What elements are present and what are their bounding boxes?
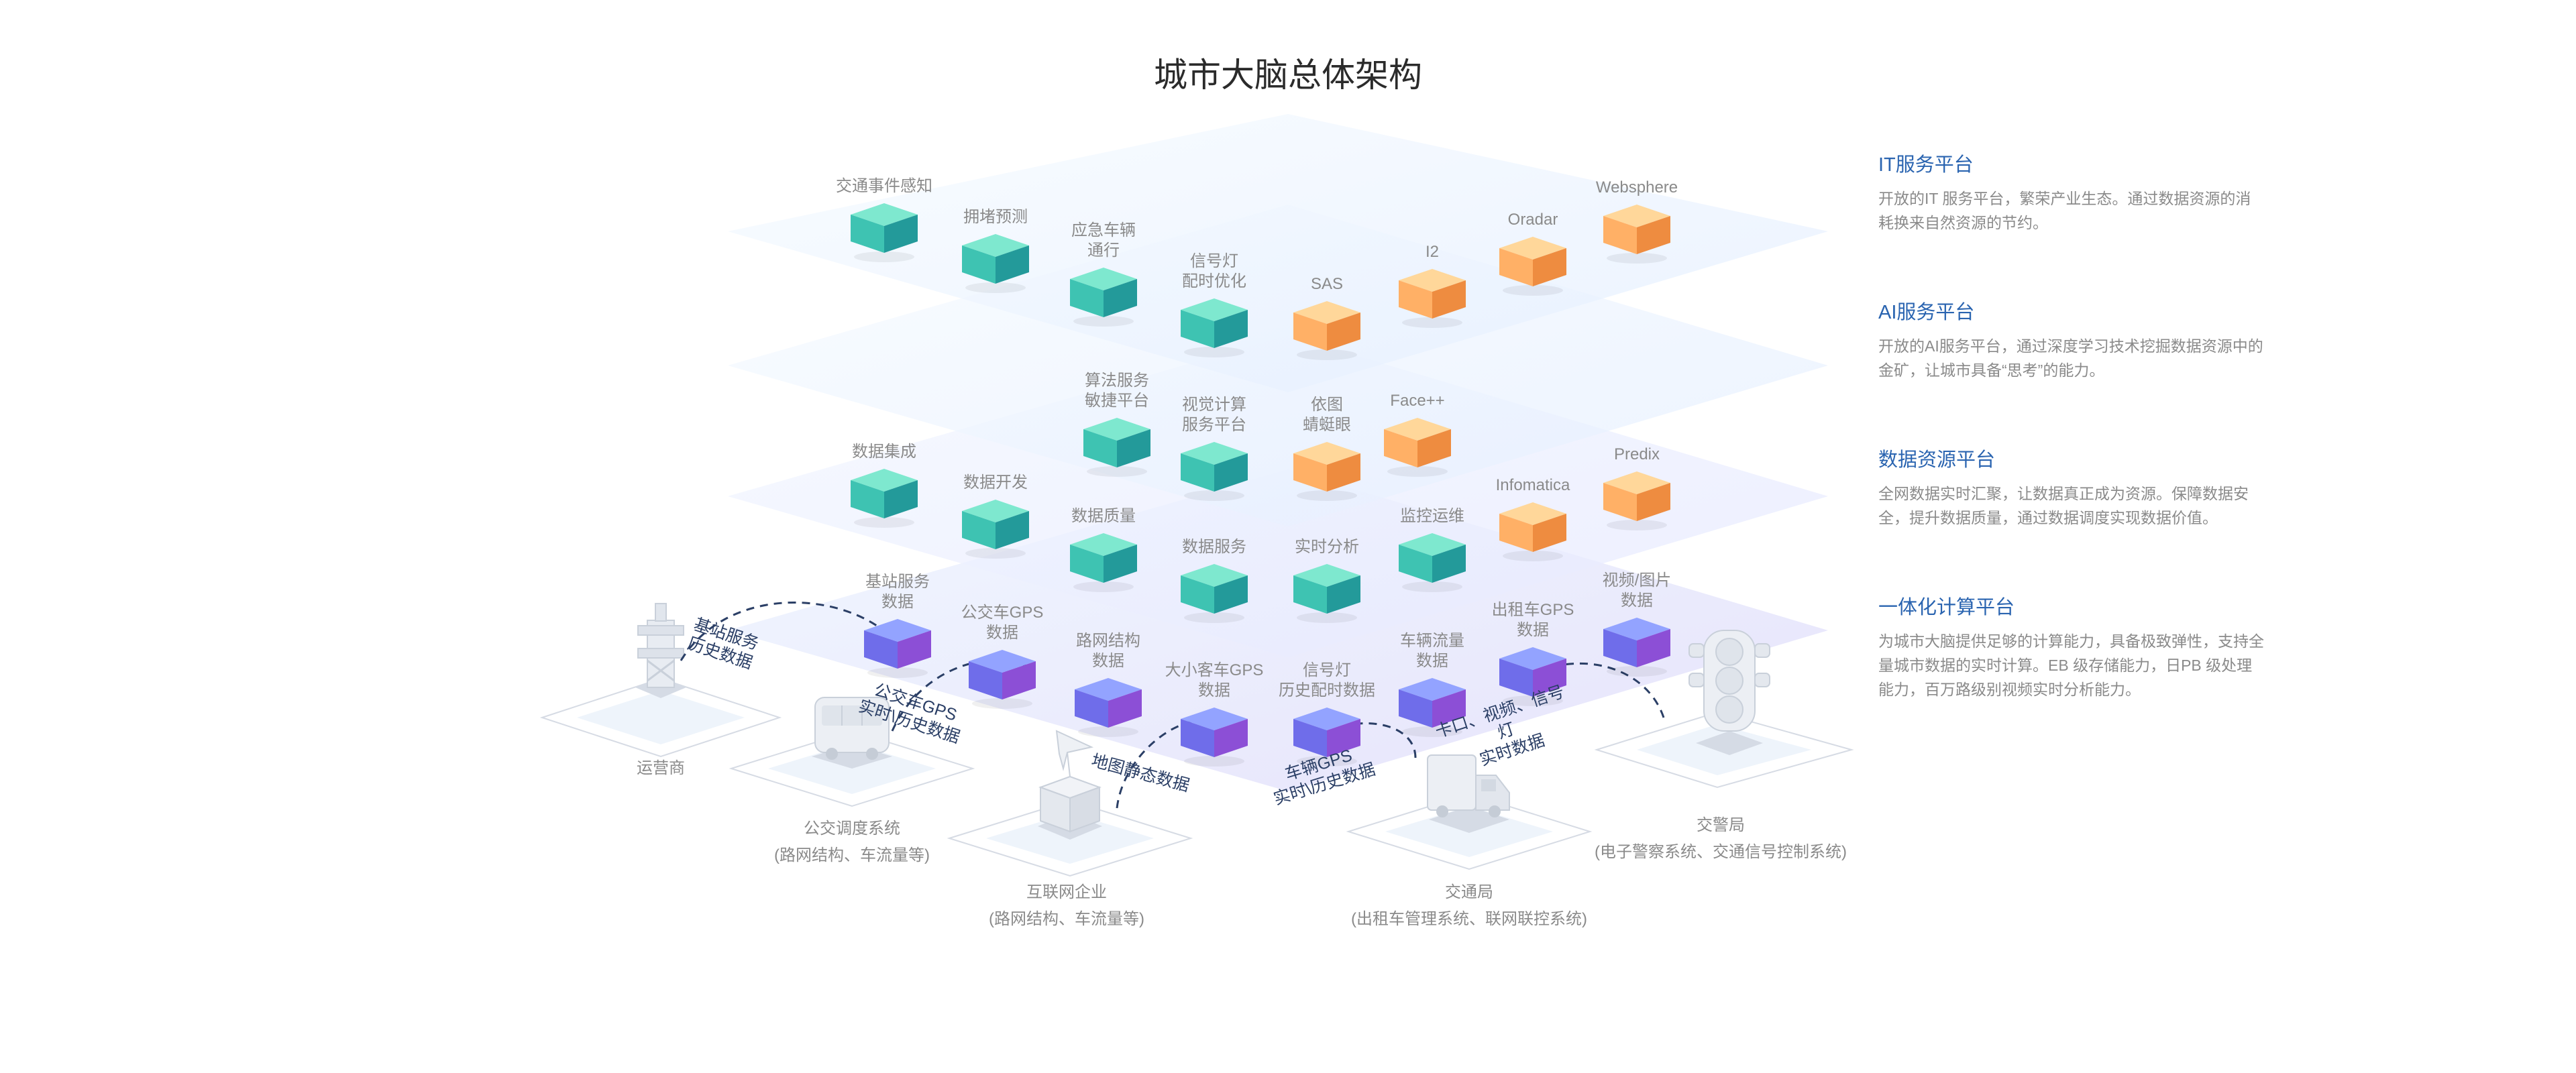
data-cube xyxy=(1499,237,1566,286)
source-label: 交警局 (电子警察系统、交通信号控制系统) xyxy=(1595,816,1847,861)
flow-arc-operator xyxy=(680,602,879,661)
cube-label: 依图 蜻蜓眼 xyxy=(1303,396,1351,434)
data-cube xyxy=(1293,442,1360,492)
data-cube xyxy=(851,203,918,253)
platform-compute: 一体化计算平台 为城市大脑提供足够的计算能力，具备极致弹性，支持全 量城市数据的… xyxy=(1878,591,2308,701)
bus-icon xyxy=(812,697,892,769)
cube-label: I2 xyxy=(1425,243,1440,261)
cube-label: 数据集成 xyxy=(852,443,916,461)
data-cube xyxy=(1070,533,1137,583)
cube-label: 拥堵预测 xyxy=(963,208,1028,226)
cube-label: 信号灯 配时优化 xyxy=(1182,252,1246,290)
data-cube xyxy=(1603,205,1670,254)
cube-label: Face++ xyxy=(1390,392,1445,410)
source-label: 互联网企业 (路网结构、车流量等) xyxy=(989,883,1144,928)
data-cube xyxy=(1070,268,1137,317)
layer-plane-it xyxy=(728,114,1828,392)
cube-label: Infomatica xyxy=(1495,476,1570,494)
data-cube xyxy=(1083,418,1150,467)
cube-label: 监控运维 xyxy=(1400,507,1464,525)
data-cube xyxy=(1181,564,1248,614)
platform-title: 一体化计算平台 xyxy=(1878,597,2015,618)
source-plate-operator xyxy=(539,677,782,758)
platform-desc: 全网数据实时汇聚，让数据真正成为资源。保障数据安 全，提升数据质量，通过数据调度… xyxy=(1878,485,2249,526)
cube-label: 基站服务 数据 xyxy=(865,573,930,611)
platform-desc: 开放的AI服务平台，通过深度学习技术挖掘数据资源中的 金矿，让城市具备“思考”的… xyxy=(1878,337,2263,379)
cube-label: 公交车GPS 数据 xyxy=(961,604,1044,642)
data-cube xyxy=(1399,533,1466,583)
data-cube xyxy=(1181,442,1248,492)
data-cube xyxy=(1293,301,1360,351)
source-label: 交通局 (出租车管理系统、联网联控系统) xyxy=(1351,883,1587,928)
platform-title: 数据资源平台 xyxy=(1878,449,1996,471)
box-plane-icon xyxy=(1038,730,1102,840)
platform-data: 数据资源平台 全网数据实时汇聚，让数据真正成为资源。保障数据安 全，提升数据质量… xyxy=(1878,444,2308,530)
page-title: 城市大脑总体架构 xyxy=(1154,56,1422,94)
data-cube xyxy=(1075,678,1142,728)
cube-label: 数据服务 xyxy=(1182,538,1246,556)
data-cube xyxy=(1181,298,1248,348)
flow-arc-police xyxy=(1549,662,1665,718)
cube-label: 实时分析 xyxy=(1295,538,1359,556)
platform-title: IT服务平台 xyxy=(1878,154,1974,176)
cube-label: 数据开发 xyxy=(963,473,1028,492)
cube-label: 视觉计算 服务平台 xyxy=(1182,396,1246,434)
source-label: 运营商 xyxy=(637,759,685,777)
data-cube xyxy=(1399,678,1466,728)
source-label: 公交调度系统 (路网结构、车流量等) xyxy=(774,820,930,864)
data-cube xyxy=(962,500,1029,549)
cube-label: SAS xyxy=(1310,275,1344,293)
data-cube xyxy=(1181,708,1248,757)
platform-desc: 为城市大脑提供足够的计算能力，具备极致弹性，支持全 量城市数据的实时计算。EB … xyxy=(1878,632,2264,698)
cube-label: Predix xyxy=(1613,445,1660,463)
truck-icon xyxy=(1427,754,1510,833)
data-cube xyxy=(1399,269,1466,319)
data-cube xyxy=(1384,418,1451,467)
data-cube xyxy=(1603,471,1670,521)
cube-label: 数据质量 xyxy=(1071,507,1136,525)
data-cube xyxy=(1293,708,1360,757)
platform-desc: 开放的IT 服务平台，繁荣产业生态。通过数据资源的消 耗换来自然资源的节约。 xyxy=(1878,190,2251,231)
data-cubes xyxy=(851,203,1670,767)
traffic-light-icon xyxy=(1688,630,1770,755)
data-cube xyxy=(1603,618,1670,667)
cube-label: Websphere xyxy=(1595,178,1678,196)
data-cube xyxy=(1293,564,1360,614)
cube-label: 交通事件感知 xyxy=(836,177,932,195)
data-cube xyxy=(969,650,1036,699)
cube-label: 路网结构 数据 xyxy=(1076,632,1140,670)
cube-label: 视频/图片 数据 xyxy=(1602,571,1672,610)
data-cube xyxy=(1499,502,1566,552)
cube-label: 信号灯 历史配时数据 xyxy=(1279,661,1375,699)
platform-title: AI服务平台 xyxy=(1878,302,1975,323)
cube-label: 算法服务 敏捷平台 xyxy=(1085,372,1149,410)
cube-label: 大小客车GPS 数据 xyxy=(1165,661,1264,699)
data-cube xyxy=(1499,647,1566,697)
cube-label: Oradar xyxy=(1507,211,1558,229)
data-cube xyxy=(962,234,1029,284)
data-cube xyxy=(851,469,918,518)
tower-icon xyxy=(635,603,686,698)
cube-label: 车辆流量 数据 xyxy=(1400,632,1464,670)
platform-ai: AI服务平台 开放的AI服务平台，通过深度学习技术挖掘数据资源中的 金矿，让城市… xyxy=(1878,296,2308,382)
flow-arc-internet xyxy=(1116,718,1228,809)
data-cube xyxy=(864,619,931,669)
cube-label: 出租车GPS 数据 xyxy=(1491,601,1574,639)
cube-label: 应急车辆 通行 xyxy=(1071,221,1136,260)
platform-it: IT服务平台 开放的IT 服务平台，繁荣产业生态。通过数据资源的消 耗换来自然资… xyxy=(1878,149,2308,235)
